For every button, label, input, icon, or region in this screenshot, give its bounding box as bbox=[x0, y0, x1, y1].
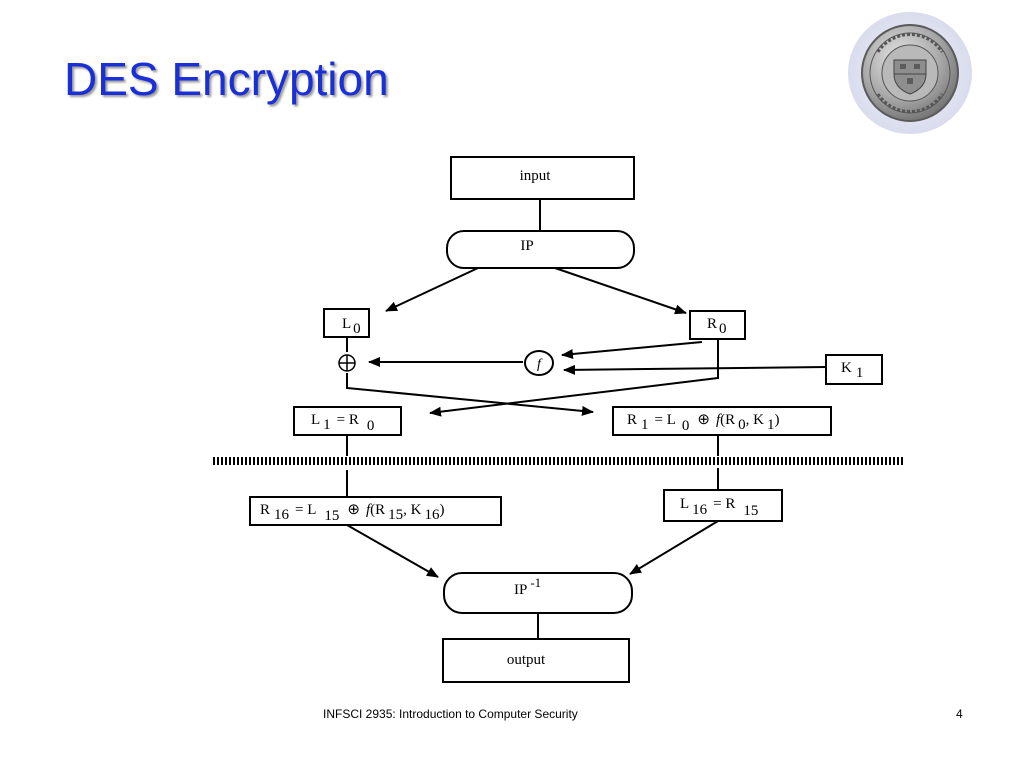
ip-box: IP bbox=[446, 230, 635, 269]
output-label: output bbox=[507, 652, 546, 668]
ip-inverse-label: IP-1 bbox=[514, 575, 541, 598]
ip-to-r0-arrow bbox=[554, 267, 687, 315]
slide-footer: INFSCI 2935: Introduction to Computer Se… bbox=[323, 707, 578, 721]
xor-to-r1-arrow bbox=[346, 373, 594, 416]
connectors bbox=[346, 199, 827, 638]
ip-to-l0-arrow bbox=[385, 267, 479, 312]
input-box: input bbox=[450, 156, 635, 200]
r0-to-f-arrow bbox=[561, 341, 703, 359]
input-label: input bbox=[520, 168, 552, 184]
ip-label: IP bbox=[520, 238, 533, 254]
university-seal-icon bbox=[848, 12, 972, 134]
page-number: 4 bbox=[956, 707, 963, 721]
ip-inverse-box: IP-1 bbox=[443, 572, 633, 614]
slide-title: DES Encryption bbox=[64, 53, 389, 105]
r0-to-l1-arrow bbox=[429, 339, 719, 417]
xor-symbol bbox=[338, 354, 356, 372]
l16-to-ipinv-arrow bbox=[629, 520, 719, 575]
k1-to-f-arrow bbox=[563, 364, 827, 375]
f-label: f bbox=[537, 357, 543, 372]
r16-to-ipinv-arrow bbox=[346, 524, 439, 578]
output-box: output bbox=[442, 638, 630, 683]
f-function: f bbox=[524, 350, 554, 376]
